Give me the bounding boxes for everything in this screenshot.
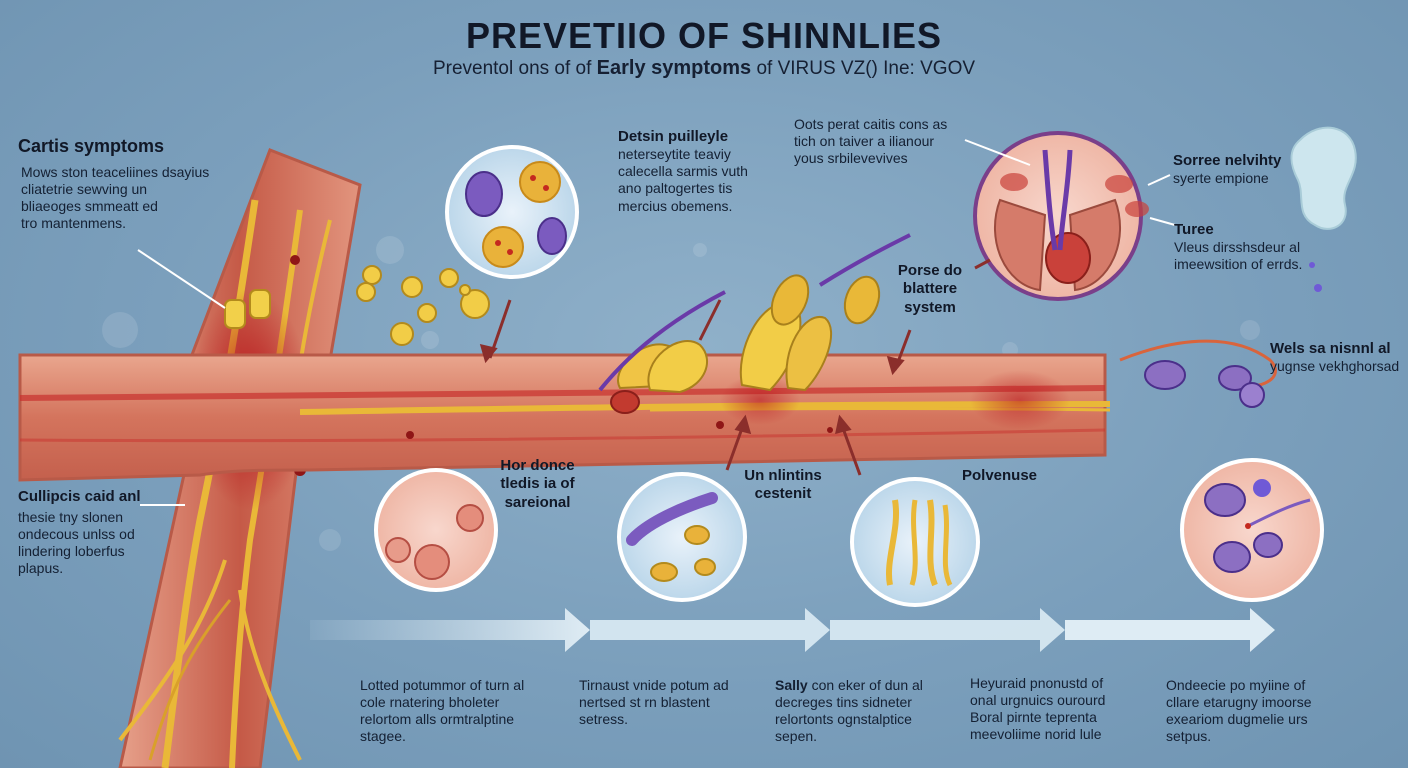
- skin-circle: [374, 468, 498, 592]
- virus-particles: [356, 265, 490, 346]
- text-line: ano paltogertes tis: [618, 180, 733, 197]
- text-line: imeewsition of errds.: [1174, 256, 1303, 273]
- cullipcis-heading: Cullipcis caid anl: [18, 488, 141, 505]
- walls-annotation: Wels sa nisnnl al yugnse vekhghorsad: [1270, 340, 1399, 375]
- unnlintins-annotation: Un nlintins cestenit: [738, 467, 828, 504]
- timeline-caption-3: Sally con eker of dun al decreges tins s…: [775, 677, 923, 745]
- text-line: calecella sarmis vuth: [618, 163, 748, 180]
- cartis-symptoms-heading: Cartis symptoms: [18, 136, 165, 156]
- leader-lines: [137, 139, 1176, 506]
- polvenuse-annotation: Polvenuse: [962, 467, 1038, 484]
- cartis-symptoms-body: Mows ston teaceliines dsayius cliatetrie…: [21, 164, 209, 232]
- turee-annotation: Turee Vleus dirsshsdeur al imeewsition o…: [1174, 221, 1302, 273]
- text-line: cole rnatering bholeter: [360, 694, 500, 711]
- hordonce-annotation: Hor donce tledis ia of sareional: [495, 457, 580, 512]
- timeline-caption-1: Lotted potummor of turn al cole rnaterin…: [360, 677, 524, 745]
- text-line: cestenit: [754, 485, 812, 503]
- text-line: stagee.: [360, 728, 406, 745]
- text-line: mercius obemens.: [618, 197, 733, 214]
- text-line: Porse do: [897, 262, 963, 279]
- caption-lead: Sally: [775, 677, 808, 693]
- text-line: Vleus dirsshsdeur al: [1174, 239, 1301, 256]
- purple-cells: [1119, 339, 1277, 408]
- text-line: Oots perat caitis cons as: [794, 116, 948, 132]
- text-line: setress.: [579, 711, 629, 728]
- text-line: relortom alls ormtralptine: [360, 711, 515, 728]
- text-line: cllare etarugny imoorse: [1166, 694, 1312, 711]
- page-title: PREVETIIO OF SHINNLIES: [465, 15, 943, 56]
- text-line: yugnse vekhghorsad: [1270, 358, 1400, 375]
- horizontal-blood-vessel: [18, 353, 1111, 482]
- text-line: thesie tny slonen: [18, 509, 124, 525]
- text-line: Ondeecie po myiine of: [1166, 677, 1306, 693]
- text-line: meevoliime norid lule: [970, 726, 1102, 743]
- text-line: sareional: [504, 493, 571, 511]
- virus-attack-circle: [617, 472, 747, 602]
- lung-annotation: Oots perat caitis cons as tich on taiver…: [794, 116, 947, 167]
- subtitle-prefix: Preventol ons of of: [432, 58, 597, 79]
- text-line: neterseytite teaviy: [618, 146, 731, 163]
- caption-rest: con eker of dun al: [807, 677, 923, 693]
- sorree-title: Sorree nelvihty: [1173, 152, 1282, 169]
- text-line: Sally con eker of dun al: [775, 677, 923, 694]
- text-line: Un nlintins: [744, 467, 822, 484]
- text-line: Mows ston teaceliines dsayius: [21, 164, 210, 180]
- text-line: system: [904, 298, 956, 316]
- virus-cells-circle: [445, 145, 579, 279]
- text-line: onal urgnuics ourourd: [970, 692, 1106, 709]
- text-line: Hor donce: [500, 457, 575, 474]
- text-line: blattere: [902, 280, 958, 298]
- cell-blob: [1290, 126, 1357, 292]
- walls-title: Wels sa nisnnl al: [1270, 340, 1391, 357]
- detail-title: Detsin puilleyle: [618, 128, 729, 145]
- page-subtitle: Preventol ons of of Early symptoms of VI…: [0, 56, 1408, 80]
- text-line: sepen.: [775, 728, 818, 745]
- subtitle-emphasis: Early symptoms: [596, 57, 752, 79]
- text-line: Tirnaust vnide potum ad: [579, 677, 729, 693]
- text-line: relortonts ognstalptice: [775, 711, 912, 728]
- timeline-caption-4: Heyuraid pnonustd of onal urgnuics ourou…: [970, 675, 1105, 743]
- text-line: ondecous unlss od: [18, 526, 135, 543]
- sorree-annotation: Sorree nelvihty syerte empione: [1173, 152, 1281, 187]
- text-line: decreges tins sidneter: [775, 694, 912, 711]
- organ-circle: [973, 131, 1149, 301]
- turee-title: Turee: [1174, 221, 1214, 238]
- pointer-arrows: [479, 258, 991, 476]
- cells-circle: [1180, 458, 1324, 602]
- text-line: tich on taiver a ilianour: [794, 133, 935, 150]
- text-line: yous srbilevevives: [794, 150, 908, 167]
- text-line: syerte empione: [1173, 170, 1269, 187]
- cullipcis-body: thesie tny slonen ondecous unlss od lind…: [18, 509, 135, 577]
- text-line: Lotted potummor of turn al: [360, 677, 525, 693]
- text-line: nertsed st rn blastent: [579, 694, 710, 711]
- text-line: Heyuraid pnonustd of: [970, 675, 1104, 691]
- text-line: tledis ia of: [500, 475, 575, 493]
- subtitle-suffix: of VIRUS VZ() Ine: VGOV: [751, 58, 976, 79]
- text-line: lindering loberfus: [18, 543, 125, 560]
- text-line: plapus.: [18, 560, 64, 577]
- virus-capsules: [598, 233, 911, 394]
- text-line: cliatetrie sewving un: [21, 181, 148, 198]
- nerve-circle: [850, 477, 980, 607]
- detail-annotation: Detsin puilleyle neterseytite teaviy cal…: [618, 128, 748, 215]
- text-line: bliaeoges smmeatt ed: [21, 198, 158, 215]
- porse-annotation: Porse do blattere system: [895, 262, 965, 317]
- text-line: exeariom dugmelie urs: [1166, 711, 1308, 728]
- text-line: Boral pirnte teprenta: [970, 709, 1097, 726]
- timeline-caption-5: Ondeecie po myiine of cllare etarugny im…: [1166, 677, 1312, 745]
- timeline-arrows[interactable]: [310, 608, 1275, 652]
- text-line: setpus.: [1166, 728, 1212, 745]
- timeline-caption-2: Tirnaust vnide potum ad nertsed st rn bl…: [579, 677, 729, 728]
- text-line: tro mantenmens.: [21, 215, 127, 232]
